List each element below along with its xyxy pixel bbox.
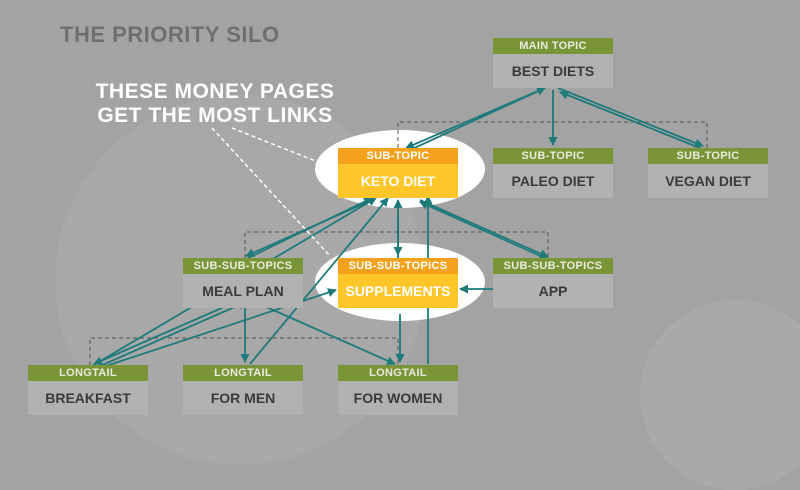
node-label: MEAL PLAN [183,274,303,308]
money-pages-callout: THESE MONEY PAGES GET THE MOST LINKS [60,80,370,128]
node-for-women: LONGTAIL FOR WOMEN [338,365,458,415]
node-keto-diet: SUB-TOPIC KETO DIET [338,148,458,198]
node-label: VEGAN DIET [648,164,768,198]
node-label: APP [493,274,613,308]
callout-line-1: THESE MONEY PAGES [95,80,335,103]
arrow-meal-plan-to-breakfast [93,299,241,365]
node-app: SUB-SUB-TOPICS APP [493,258,613,308]
node-best-diets: MAIN TOPIC BEST DIETS [493,38,613,88]
arrow-best-diets-to-keto [405,89,541,149]
diagram-title: THE PRIORITY SILO [60,22,280,47]
node-header: LONGTAIL [28,365,148,381]
node-paleo-diet: SUB-TOPIC PALEO DIET [493,148,613,198]
node-header: SUB-SUB-TOPICS [183,258,303,274]
node-for-men: LONGTAIL FOR MEN [183,365,303,415]
callout-line-2: GET THE MOST LINKS [97,104,333,127]
arrow-keto-to-app [419,199,549,258]
node-header: MAIN TOPIC [493,38,613,54]
node-meal-plan: SUB-SUB-TOPICS MEAL PLAN [183,258,303,308]
node-label: BEST DIETS [493,54,613,88]
node-header: LONGTAIL [338,365,458,381]
arrow-breakfast-to-meal-plan [99,301,247,367]
node-label: FOR WOMEN [338,381,458,415]
node-label: KETO DIET [338,164,458,198]
arrow-keto-to-meal-plan [245,199,373,257]
node-header: SUB-TOPIC [493,148,613,164]
arrow-meal-plan-to-for-women [254,301,396,365]
node-breakfast: LONGTAIL BREAKFAST [28,365,148,415]
arrow-for-men-to-keto [249,197,389,365]
node-header: SUB-SUB-TOPICS [493,258,613,274]
arrow-vegan-to-best-diets [559,90,701,149]
node-vegan-diet: SUB-TOPIC VEGAN DIET [648,148,768,198]
arrow-best-diets-to-vegan [557,87,704,148]
node-label: PALEO DIET [493,164,613,198]
background-circle [640,300,800,490]
node-label: BREAKFAST [28,381,148,415]
arrow-app-to-keto [419,201,546,259]
node-header: SUB-SUB-TOPICS [338,258,458,274]
node-supplements: SUB-SUB-TOPICS SUPPLEMENTS [338,258,458,308]
node-label: SUPPLEMENTS [338,274,458,308]
dashed-group-brackets [89,121,708,365]
node-header: SUB-TOPIC [338,148,458,164]
node-header: LONGTAIL [183,365,303,381]
node-label: FOR MEN [183,381,303,415]
node-header: SUB-TOPIC [648,148,768,164]
